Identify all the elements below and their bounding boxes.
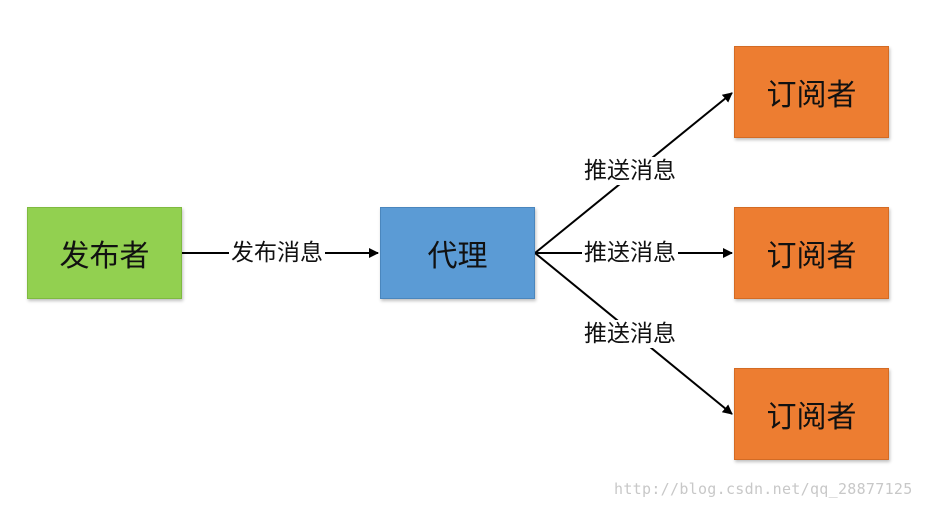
subscriber-node-1: 订阅者 — [734, 46, 889, 138]
broker-node: 代理 — [380, 207, 535, 299]
subscriber-node-2: 订阅者 — [734, 207, 889, 299]
edge-label-push-3: 推送消息 — [582, 320, 678, 348]
watermark: http://blog.csdn.net/qq_28877125 — [614, 480, 913, 498]
subscriber-node-3: 订阅者 — [734, 368, 889, 460]
publisher-node: 发布者 — [27, 207, 182, 299]
edge-label-push-1: 推送消息 — [582, 157, 678, 185]
edge-label-push-2: 推送消息 — [582, 239, 678, 267]
edge-label-publish: 发布消息 — [229, 239, 325, 267]
